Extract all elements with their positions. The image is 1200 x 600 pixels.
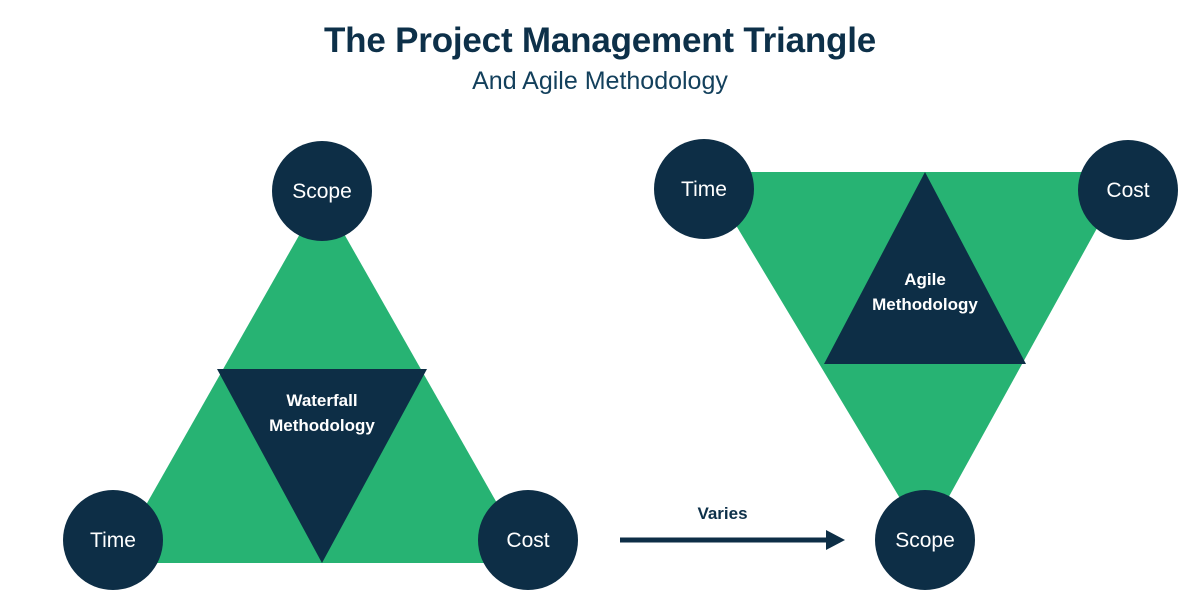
agile-inner-triangle [824,172,1026,364]
node-label: Cost [1106,178,1150,202]
node-label: Scope [895,528,955,552]
node-left-scope[interactable]: Scope [272,141,372,241]
node-label: Cost [506,528,550,552]
waterfall-inner-triangle [217,369,427,563]
node-left-cost[interactable]: Cost [478,490,578,590]
header: The Project Management Triangle And Agil… [0,0,1200,95]
page-title: The Project Management Triangle [324,21,876,60]
node-left-time[interactable]: Time [63,490,163,590]
node-right-scope[interactable]: Scope [875,490,975,590]
node-label: Scope [292,179,352,203]
node-right-cost[interactable]: Cost [1078,140,1178,240]
page-subtitle: And Agile Methodology [472,66,728,95]
node-label: Time [90,528,136,552]
arrow-right-icon [620,530,845,550]
varies-label: Varies [697,504,748,523]
node-right-time[interactable]: Time [654,139,754,239]
node-label: Time [681,177,727,201]
